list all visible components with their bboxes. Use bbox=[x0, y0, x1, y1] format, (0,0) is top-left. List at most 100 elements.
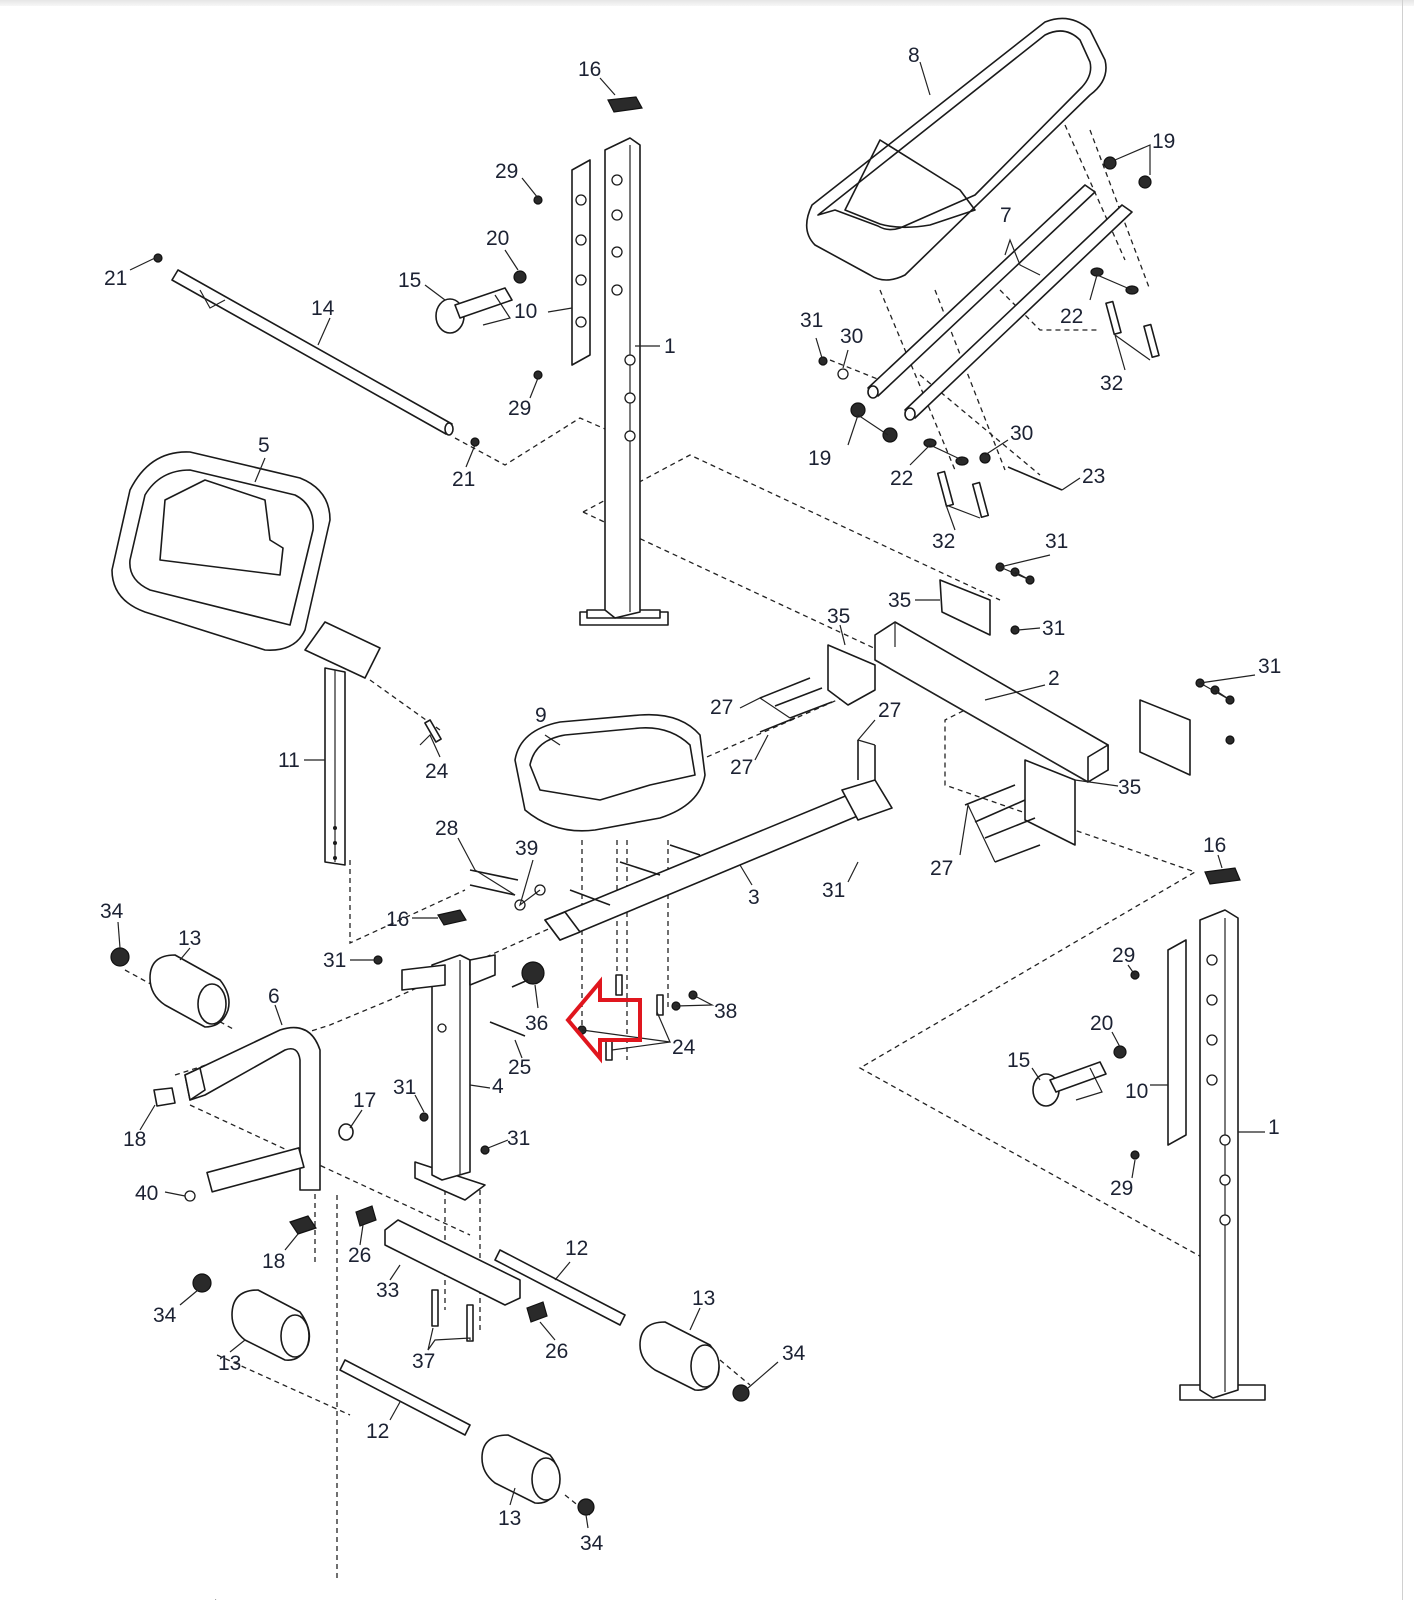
part-label: 34 bbox=[782, 1342, 806, 1365]
plate-35-b bbox=[827, 644, 876, 706]
screw-29-a bbox=[533, 195, 543, 205]
upright-post-top bbox=[579, 137, 669, 626]
part-label: 29 bbox=[1112, 944, 1135, 967]
part-label: 31 bbox=[323, 949, 346, 972]
part-label: 19 bbox=[1152, 130, 1175, 153]
part-label: 17 bbox=[353, 1089, 376, 1112]
upright-post-right bbox=[1032, 867, 1266, 1401]
backrest-pad-8 bbox=[805, 17, 1107, 281]
part-label: 3 bbox=[748, 886, 760, 909]
part-label: 23 bbox=[1082, 465, 1105, 488]
part-label: 31 bbox=[507, 1127, 530, 1150]
pin-15-top bbox=[435, 287, 513, 334]
part-label: 30 bbox=[840, 325, 863, 348]
part-label: 6 bbox=[268, 985, 280, 1008]
part-label: 33 bbox=[376, 1279, 399, 1302]
part-label: 10 bbox=[514, 300, 537, 323]
end-cap-16-top bbox=[607, 96, 643, 113]
part-label: 10 bbox=[1125, 1080, 1148, 1103]
roller-13-b bbox=[192, 1273, 311, 1362]
part-label: 32 bbox=[932, 530, 955, 553]
part-label: 16 bbox=[1203, 834, 1226, 857]
part-label: 20 bbox=[1090, 1012, 1113, 1035]
part-label: 22 bbox=[1060, 305, 1083, 328]
seat-post-4 bbox=[373, 909, 496, 1201]
part-label: 24 bbox=[425, 760, 449, 783]
part-label: 27 bbox=[710, 696, 733, 719]
part-label: 25 bbox=[508, 1056, 531, 1079]
part-label: 20 bbox=[486, 227, 509, 250]
part-label: 32 bbox=[1100, 372, 1123, 395]
part-label: 13 bbox=[218, 1352, 241, 1375]
part-label: 37 bbox=[412, 1350, 435, 1373]
part-label: 21 bbox=[452, 468, 475, 491]
part-label: 1 bbox=[664, 335, 676, 358]
part-label: 15 bbox=[398, 269, 421, 292]
part-label: 31 bbox=[822, 879, 845, 902]
part-label: 13 bbox=[178, 927, 201, 950]
part-label: 24 bbox=[672, 1036, 696, 1059]
part-label: 22 bbox=[890, 467, 913, 490]
bolt-25 bbox=[489, 1021, 526, 1037]
roller-13-c bbox=[639, 1321, 750, 1402]
part-label: 36 bbox=[525, 1012, 548, 1035]
rails-7 bbox=[818, 156, 1160, 518]
tube-12-b bbox=[339, 1359, 471, 1436]
part-label: 4 bbox=[492, 1075, 504, 1098]
knob-36 bbox=[511, 961, 545, 988]
part-label: 28 bbox=[435, 817, 458, 840]
part-label: 31 bbox=[1042, 617, 1065, 640]
part-label: 7 bbox=[1000, 204, 1012, 227]
part-label: 30 bbox=[1010, 422, 1033, 445]
part-label: 34 bbox=[153, 1304, 177, 1327]
plate-35-a bbox=[939, 579, 991, 636]
part-label: 1 bbox=[1268, 1116, 1280, 1139]
seat-pad-9 bbox=[514, 713, 706, 832]
leg-frame-6 bbox=[153, 1026, 354, 1235]
screw-29-b bbox=[533, 370, 543, 380]
part-label: 27 bbox=[930, 857, 953, 880]
crossbar-33 bbox=[355, 1205, 548, 1342]
part-label: 18 bbox=[123, 1128, 146, 1151]
part-label: 9 bbox=[535, 704, 547, 727]
page-right-edge bbox=[1402, 0, 1403, 1600]
part-label: 31 bbox=[1258, 655, 1281, 678]
part-label: 31 bbox=[393, 1076, 416, 1099]
part-label: 31 bbox=[1045, 530, 1068, 553]
part-label: 13 bbox=[498, 1507, 521, 1530]
part-label: 12 bbox=[366, 1420, 389, 1443]
highlight-arrow-left-icon bbox=[565, 976, 642, 1064]
part-label: 8 bbox=[908, 44, 920, 67]
part-label: 29 bbox=[508, 397, 531, 420]
part-label: 35 bbox=[1118, 776, 1141, 799]
part-label: 38 bbox=[714, 1000, 737, 1023]
part-label: 35 bbox=[888, 589, 911, 612]
part-label: 29 bbox=[1110, 1177, 1133, 1200]
part-label: 16 bbox=[386, 908, 409, 931]
tube-12-a bbox=[494, 1249, 626, 1326]
arm-post-11 bbox=[304, 621, 442, 866]
plate-35-d bbox=[1024, 759, 1076, 846]
part-label: 2 bbox=[1048, 667, 1060, 690]
leader-lines bbox=[117, 61, 1265, 1529]
part-label: 34 bbox=[100, 900, 124, 923]
part-label: 16 bbox=[578, 58, 601, 81]
part-label: 11 bbox=[278, 749, 300, 772]
part-label: 26 bbox=[545, 1340, 568, 1363]
part-label: 5 bbox=[258, 434, 270, 457]
part-label: 27 bbox=[878, 699, 901, 722]
part-label: 19 bbox=[808, 447, 831, 470]
main-frame-2 bbox=[874, 621, 1109, 783]
part-labels: 16 8 19 29 20 21 15 10 14 7 22 31 30 1 3… bbox=[100, 44, 1281, 1555]
part-label: 40 bbox=[135, 1182, 158, 1205]
part-label: 39 bbox=[515, 837, 538, 860]
plate-35-c bbox=[1139, 699, 1191, 776]
page-top-edge bbox=[0, 0, 1414, 6]
bolts-27 bbox=[759, 677, 1041, 863]
part-label: 29 bbox=[495, 160, 518, 183]
part-label: 35 bbox=[827, 605, 850, 628]
bar-14 bbox=[153, 253, 480, 447]
arm-pad-5 bbox=[111, 451, 331, 651]
seat-tube-3 bbox=[544, 779, 893, 941]
